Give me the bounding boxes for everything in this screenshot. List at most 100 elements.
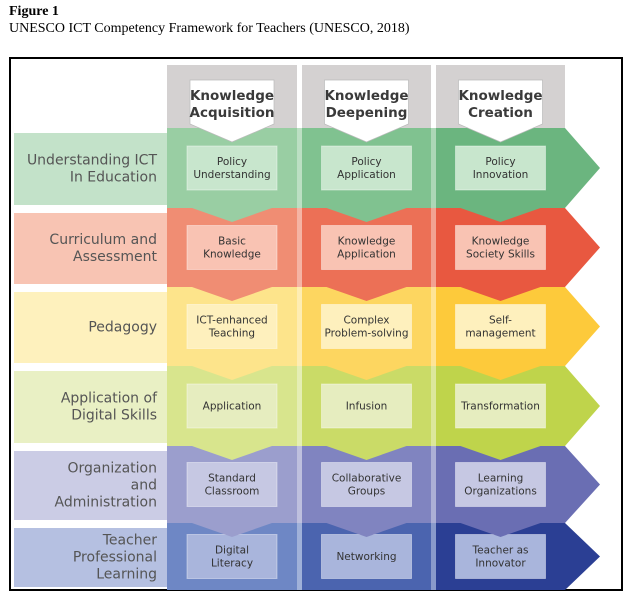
row-label-bg: [14, 213, 174, 284]
column-divider: [431, 208, 436, 287]
competency-box: [321, 534, 412, 579]
competency-text-line: ICT-enhanced: [196, 315, 267, 327]
row-label-2-line: Pedagogy: [88, 319, 157, 335]
competency-text-line: management: [465, 328, 535, 340]
competency-text-line: Learning: [478, 473, 524, 485]
column-divider: [431, 366, 436, 446]
competency-text-line: Basic: [218, 236, 246, 248]
row-label-0-line: Understanding ICT: [27, 152, 158, 168]
competency-text: Infusion: [346, 401, 388, 413]
competency-text-line: Literacy: [211, 558, 253, 570]
competency-text-line: Application: [203, 401, 262, 413]
competency-box: [455, 383, 546, 429]
row-label-bg: [14, 133, 174, 205]
competency-text-line: Teaching: [208, 328, 255, 340]
row-label-bg: [14, 371, 174, 443]
competency-text-line: Digital: [215, 545, 249, 557]
competency-text-line: Groups: [348, 486, 385, 498]
competency-text-line: Innovation: [473, 169, 529, 181]
figure-number: Figure 1: [9, 4, 59, 19]
competency-text-line: Infusion: [346, 401, 388, 413]
row-label-1-line: Assessment: [73, 249, 157, 265]
column-header-2-line: Creation: [468, 105, 533, 121]
column-header-arrow: [458, 79, 543, 143]
column-header-0-line: Knowledge: [190, 88, 274, 104]
column-divider: [297, 523, 302, 590]
competency-box: [186, 383, 278, 429]
competency-text-line: Transformation: [460, 401, 540, 413]
competency-text-line: Classroom: [205, 486, 260, 498]
competency-text: Application: [203, 401, 262, 413]
competency-box: [321, 225, 412, 270]
competency-box: [321, 462, 412, 507]
column-divider: [431, 446, 436, 523]
competency-box: [321, 304, 412, 349]
row-label-bg: [14, 528, 174, 587]
row-label-2: Pedagogy: [88, 319, 157, 335]
competency-text-line: Teacher as: [472, 545, 529, 557]
column-divider: [431, 523, 436, 590]
row-label-4-line: Administration: [55, 494, 157, 510]
competency-box: [455, 304, 546, 349]
competency-box: [186, 225, 278, 270]
column-divider: [297, 366, 302, 446]
competency-text-line: Knowledge: [338, 236, 396, 248]
row-label-5-line: Learning: [96, 566, 157, 582]
competency-box: [186, 145, 278, 191]
competency-text-line: Problem-solving: [325, 328, 409, 340]
competency-box: [455, 145, 546, 191]
row-label-1-line: Curriculum and: [49, 232, 157, 248]
competency-text-line: Policy: [485, 156, 515, 168]
competency-text-line: Knowledge: [203, 249, 261, 261]
competency-box: [321, 383, 412, 429]
row-label-5-line: Teacher: [102, 532, 158, 548]
competency-text: Transformation: [460, 401, 540, 413]
competency-text-line: Organizations: [464, 486, 537, 498]
competency-box: [455, 534, 546, 579]
competency-text: Networking: [336, 551, 396, 563]
column-divider: [297, 446, 302, 523]
competency-text-line: Complex: [343, 315, 389, 327]
competency-text: Self-management: [465, 315, 535, 340]
competency-text-line: Application: [337, 249, 396, 261]
column-divider: [431, 287, 436, 366]
column-header-arrow: [189, 79, 275, 143]
row-label-4-line: Organization: [67, 460, 157, 476]
competency-text-line: Collaborative: [332, 473, 402, 485]
competency-text-line: Application: [337, 169, 396, 181]
competency-text-line: Self-: [489, 315, 512, 327]
competency-text-line: Innovator: [475, 558, 526, 570]
column-header-1-line: Knowledge: [324, 88, 408, 104]
competency-box: [186, 534, 278, 579]
competency-box: [186, 304, 278, 349]
column-header-2-line: Knowledge: [458, 88, 542, 104]
competency-text-line: Understanding: [193, 169, 270, 181]
column-header-0-line: Acquisition: [190, 105, 275, 121]
row-label-0-line: In Education: [70, 169, 157, 185]
column-divider: [297, 208, 302, 287]
competency-text-line: Knowledge: [472, 236, 530, 248]
column-header-arrow: [324, 79, 409, 143]
row-label-5-line: Professional: [73, 549, 157, 565]
competency-text-line: Standard: [208, 473, 256, 485]
column-divider: [431, 128, 436, 208]
competency-text-line: Policy: [217, 156, 247, 168]
